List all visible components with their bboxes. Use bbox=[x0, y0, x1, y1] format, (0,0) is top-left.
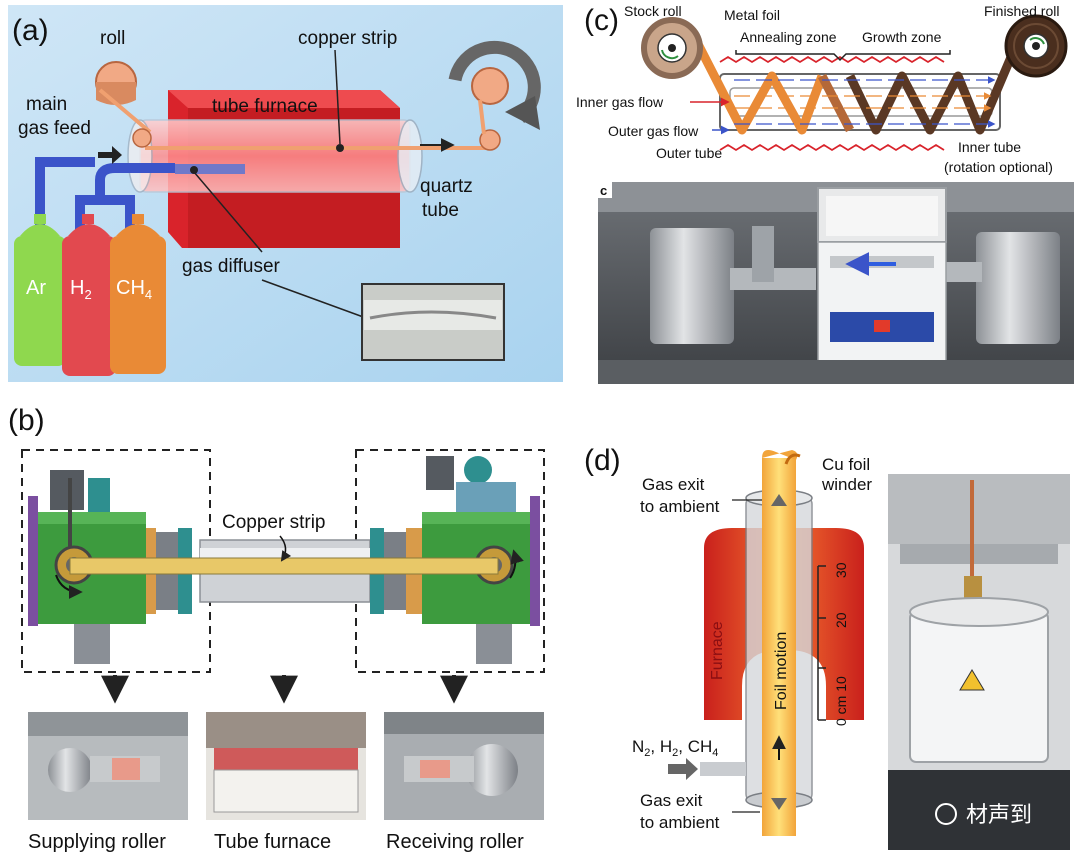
receiving-roll bbox=[448, 40, 541, 151]
gas-n2: N bbox=[632, 737, 644, 756]
label-finished-roll: Finished roll bbox=[984, 3, 1059, 19]
gas-exit-down-arrow-icon bbox=[771, 798, 787, 810]
label-quartz: quartz bbox=[420, 176, 473, 197]
label-furnace: Furnace bbox=[709, 621, 726, 680]
label-outer-tube: Outer tube bbox=[656, 145, 722, 161]
stock-roll bbox=[641, 17, 703, 79]
label-inner-gas-flow: Inner gas flow bbox=[576, 94, 664, 110]
panel-c-tag: (c) bbox=[584, 4, 619, 37]
svg-text:H2: H2 bbox=[70, 277, 92, 302]
caption-supplying-roller: Supplying roller bbox=[28, 831, 166, 853]
panel-b: (b) bbox=[8, 404, 545, 853]
cylinder-ch4-subscript: 4 bbox=[145, 287, 152, 302]
copper-strip-b bbox=[69, 557, 499, 575]
panel-d: (d) 30 20 0 cm 10 Furnace Foil motion Cu… bbox=[584, 444, 1070, 850]
cylinder-ar bbox=[14, 214, 66, 366]
photo-receiving-roller bbox=[384, 712, 544, 820]
label-gas-exit-bottom: Gas exit bbox=[640, 791, 703, 810]
gas-ch4: CH bbox=[688, 737, 713, 756]
scale-tick-30: 30 bbox=[833, 562, 849, 578]
label-to-ambient-bottom: to ambient bbox=[640, 813, 720, 832]
label-growth-zone: Growth zone bbox=[862, 29, 942, 45]
label-tube-furnace: tube furnace bbox=[212, 96, 318, 117]
cylinder-h2-label: H bbox=[70, 277, 84, 299]
label-main: main bbox=[26, 94, 67, 115]
label-gas-exit-top: Gas exit bbox=[642, 475, 705, 494]
scale-tick-20: 20 bbox=[833, 612, 849, 628]
cylinder-ch4 bbox=[110, 214, 166, 374]
cylinder-h2-subscript: 2 bbox=[84, 287, 91, 302]
label-rotation-optional: (rotation optional) bbox=[944, 159, 1053, 175]
gas-pipe bbox=[35, 157, 175, 230]
photo-tag-c: c bbox=[600, 183, 607, 198]
cylinder-ch4-label: CH bbox=[116, 277, 145, 299]
supply-roll bbox=[95, 61, 152, 148]
label-foil-motion: Foil motion bbox=[773, 632, 790, 710]
panel-c: (c) Stock bbox=[576, 3, 1074, 384]
feed-arrow-icon bbox=[98, 146, 122, 164]
svg-text:CH4: CH4 bbox=[116, 277, 152, 302]
finished-roll bbox=[1004, 14, 1068, 78]
photo-tube-furnace bbox=[206, 712, 366, 820]
quartz-tube bbox=[139, 119, 411, 193]
label-metal-foil: Metal foil bbox=[724, 7, 780, 23]
gas-inlet-pipe bbox=[700, 762, 746, 776]
gas-exit-up-arrow-icon bbox=[771, 494, 787, 506]
label-winder: winder bbox=[821, 475, 872, 494]
label-cu-foil: Cu foil bbox=[822, 455, 870, 474]
watermark: 材声到 bbox=[966, 802, 1032, 827]
label-inner-tube: Inner tube bbox=[958, 139, 1021, 155]
svg-text:N2, H2, CH4: N2, H2, CH4 bbox=[632, 737, 718, 759]
heater-top bbox=[719, 55, 945, 64]
label-tube: tube bbox=[422, 200, 459, 221]
panel-a: (a) bbox=[8, 5, 563, 382]
label-stock-roll: Stock roll bbox=[624, 3, 682, 19]
photo-supplying-roller bbox=[28, 712, 188, 820]
label-to-ambient-top: to ambient bbox=[640, 497, 720, 516]
panel-a-tag: (a) bbox=[12, 14, 49, 47]
caption-receiving-roller: Receiving roller bbox=[386, 831, 524, 853]
label-copper-strip-b: Copper strip bbox=[222, 512, 326, 533]
label-copper-strip: copper strip bbox=[298, 28, 397, 49]
heater-bottom bbox=[719, 143, 945, 152]
label-gas-feed: gas feed bbox=[18, 118, 91, 139]
gas-inlet-arrow-icon bbox=[668, 758, 698, 780]
scale-label-0-cm-10: 0 cm 10 bbox=[833, 676, 849, 726]
cylinder-h2 bbox=[62, 214, 116, 376]
panel-b-tag: (b) bbox=[8, 404, 45, 437]
panel-d-tag: (d) bbox=[584, 444, 621, 477]
label-annealing-zone: Annealing zone bbox=[740, 29, 837, 45]
label-gas-diffuser: gas diffuser bbox=[182, 256, 281, 277]
cylinder-ar-label: Ar bbox=[26, 277, 46, 299]
caption-tube-furnace: Tube furnace bbox=[214, 831, 331, 853]
gas-h2: H bbox=[660, 737, 672, 756]
gas-diffuser bbox=[175, 164, 245, 174]
photo-roll-to-roll-system bbox=[598, 182, 1074, 384]
label-roll: roll bbox=[100, 28, 125, 49]
cu-foil bbox=[762, 458, 796, 836]
photo-vertical-system bbox=[888, 474, 1070, 850]
label-outer-gas-flow: Outer gas flow bbox=[608, 123, 699, 139]
